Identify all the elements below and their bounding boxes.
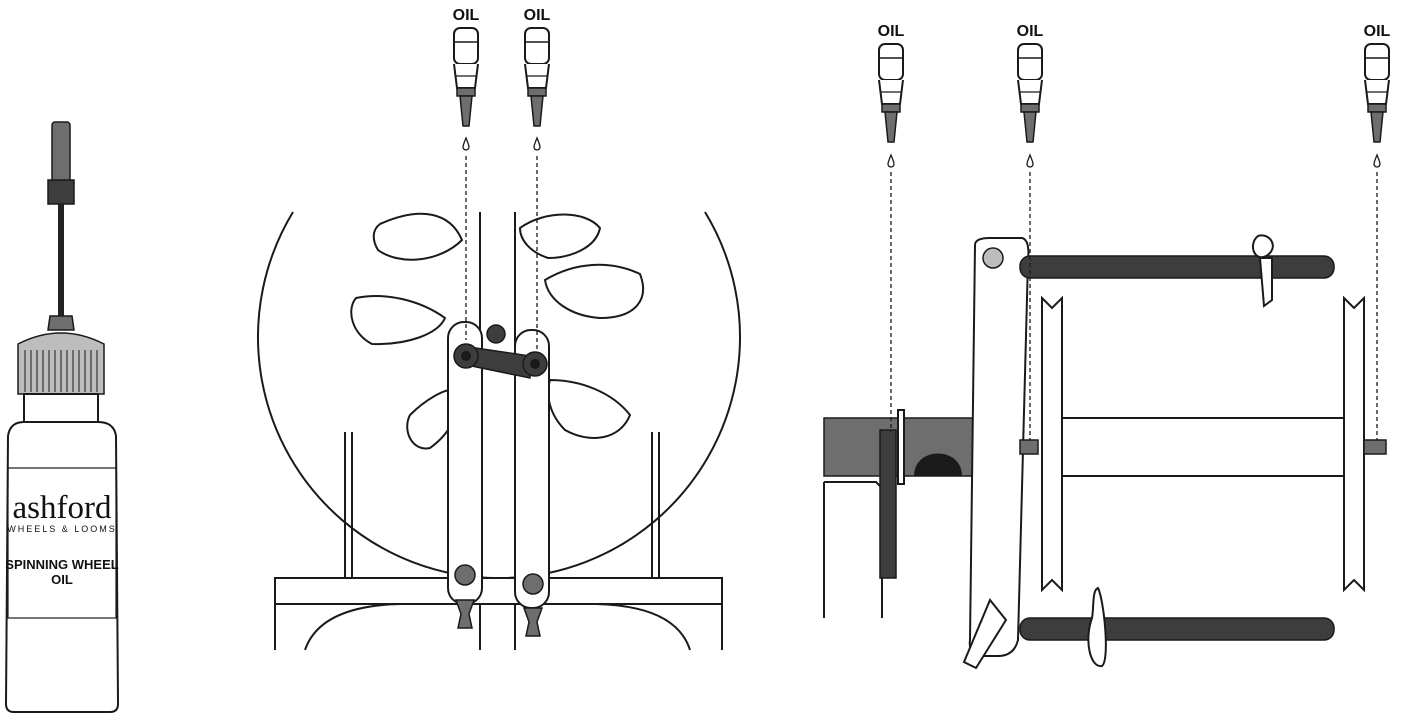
oil-bottle: ashford WHEELS & LOOMS SPINNING WHEEL OI… [4,121,120,713]
bottle-neck [23,393,99,423]
treadle-hinge-right [522,607,544,637]
brand-logo: ashford [13,490,112,526]
treadle-pivot-left [454,564,476,586]
oil-can-icon [1364,43,1390,143]
wheel-spoke [372,212,464,261]
oil-can-icon [1017,43,1043,143]
product-name-line-1: SPINNING WHEEL [5,557,118,572]
crank-pin [486,324,506,344]
oil-can-icon [878,43,904,143]
spindle-end-right [1363,439,1387,455]
wheel-spoke [518,213,602,260]
bobbin-core [1061,417,1345,477]
hook-upper-loop [1251,234,1274,259]
product-name-line-2: OIL [51,572,73,587]
treadle-hinge-left [454,599,476,629]
oil-label: OIL [1017,23,1044,40]
brand-tagline: WHEELS & LOOMS [7,524,117,534]
shaft-notch [914,453,962,476]
mother-of-all-post [824,481,883,618]
drive-wheel-rim [257,211,741,579]
flyer-hook [962,598,1008,670]
oil-point: OIL [1017,23,1044,440]
flyer-rod-upper [1019,255,1335,279]
oil-label: OIL [453,7,480,24]
oil-can-icon [524,27,550,127]
hook-lower [1087,586,1107,668]
oil-drop-icon [1373,154,1381,168]
oil-drop-icon [462,137,470,151]
bottle-spout-tip [51,121,71,185]
flyer-side-view [823,234,1387,670]
bottle-body [4,421,120,713]
bottle-spout-tube [58,204,64,316]
bobbin-flange-right [1343,295,1365,593]
bottle-nozzle-base [47,315,75,331]
oil-can-icon [453,27,479,127]
treadle-curve [595,603,691,651]
treadle-curve [304,603,401,651]
bottle-label [7,467,117,619]
oil-point: OIL [878,23,905,432]
oil-drop-icon [887,154,895,168]
flyer-arm-hole [982,247,1004,269]
wheel-spoke [543,263,645,320]
bobbin-flange-left [1041,295,1063,593]
bottle-cap-ridges [24,350,98,392]
oil-label: OIL [878,23,905,40]
wheel-spoke [350,295,447,346]
oil-label: OIL [1364,23,1391,40]
treadle-pivot-right [522,573,544,595]
oil-drop-icon [1026,154,1034,168]
hook-upper [1258,257,1273,308]
oil-point: OIL [524,7,551,352]
maidens-bearing [879,429,897,579]
wheel-front-view [257,211,741,651]
oil-label: OIL [524,7,551,24]
oil-point: OIL [1364,23,1391,440]
oil-drop-icon [533,137,541,151]
flyer-rod-lower [1019,617,1335,641]
wheel-spoke [547,378,632,439]
shaft-collar [897,409,905,485]
bottle-spout-collar [47,179,75,205]
treadle-crossbar [274,577,723,605]
spindle-end-left [1019,439,1039,455]
oil-point: OIL [453,7,480,340]
